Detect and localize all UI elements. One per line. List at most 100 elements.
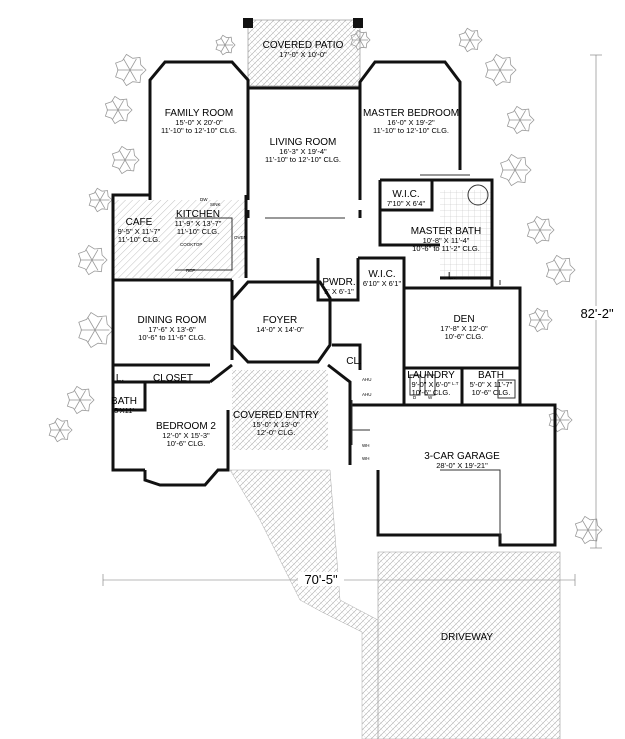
shrub-branch (79, 399, 86, 410)
shrub-branch (224, 44, 230, 53)
washer-label: W (428, 395, 433, 400)
shrub-branch (514, 110, 521, 121)
laundry-tub-label: L.T (452, 381, 459, 386)
bath-2-name: BATH (111, 396, 137, 407)
dining-room-clg: 10'-6" to 11'-6" CLG. (138, 333, 206, 342)
closet-foyer-name: CL. (346, 356, 362, 367)
shrub-branch (87, 329, 96, 343)
covered-patio-floor (247, 19, 361, 87)
shrub-branch (91, 259, 99, 271)
foyer-size: 14'-0" X 14'-0" (256, 325, 304, 334)
cafe-clg: 11'-10" CLG. (118, 235, 160, 244)
wh-1-label: WH (362, 443, 370, 448)
wic-2-size: 6'10" X 6'1" (363, 279, 402, 288)
ahu-2-label: AHU (362, 392, 372, 397)
shrub-branch (539, 220, 546, 231)
shrub-branch (553, 259, 561, 271)
shrub-branch (119, 150, 126, 161)
walls (111, 60, 557, 547)
shrub-branch (117, 109, 124, 120)
wic-master-size: 7'10" X 6'4" (387, 199, 426, 208)
covered-patio-name: COVERED PATIO (263, 40, 344, 51)
shrub-branch (117, 100, 124, 111)
shrub-branch (534, 220, 541, 231)
living-room-size: 16'-3" X 19'-4" (279, 147, 327, 156)
dining-room-size: 17'-6" X 13'-6" (148, 325, 196, 334)
kitchen-name: KITCHEN (176, 209, 220, 220)
shrub-branch (74, 390, 81, 401)
shrub-branch (499, 58, 507, 71)
shrub-branch (582, 529, 589, 540)
landscaping (48, 27, 603, 545)
shrub-branch (508, 158, 516, 171)
shrub-branch (54, 429, 61, 439)
shrub-branch (99, 191, 106, 201)
shrub-branch (493, 69, 501, 82)
shrub-branch (74, 399, 81, 410)
shrub-branch (220, 44, 226, 53)
interior-thin-walls (175, 174, 516, 540)
shrub-branch (559, 259, 567, 271)
shrub-branch (112, 109, 119, 120)
ahu-1-label: AHU (362, 377, 372, 382)
patio-column (243, 18, 253, 28)
width-dimension: 70'-5" (304, 572, 338, 587)
den-clg: 10'-6" CLG. (445, 332, 484, 341)
pwdr-size: 5' X 6'-1" (324, 287, 354, 296)
shrub-branch (464, 39, 471, 49)
cooktop-label: COOKTOP (180, 242, 202, 247)
linen-2-name: L. (448, 271, 456, 282)
shrub-branch (514, 119, 521, 130)
bath-3-clg: 10'-6" CLG. (472, 388, 511, 397)
shrub-branch (514, 158, 522, 171)
shrub-branch (85, 249, 93, 261)
master-bedroom-name: MASTER BEDROOM (363, 108, 459, 119)
shrub-branch (539, 319, 546, 329)
driveway-name: DRIVEWAY (441, 632, 494, 643)
shrub-branch (94, 329, 103, 343)
closet-bed2-name: CLOSET (153, 373, 193, 384)
family-room-size: 15'-0" X 20'-0" (175, 118, 223, 127)
shrub-branch (59, 421, 66, 431)
shrub-branch (514, 169, 522, 182)
shrub-branch (559, 411, 566, 421)
shrub-branch (129, 69, 137, 82)
covered-entry-clg: 12'-0" CLG. (257, 428, 296, 437)
shrub-branch (87, 317, 96, 331)
shrub-branch (469, 31, 476, 41)
shrub-branch (539, 311, 546, 321)
shrub-branch (359, 39, 365, 48)
shrub-branch (587, 520, 594, 531)
bedroom-2-size: 12'-0" X 15'-3" (162, 431, 210, 440)
dw-label: DW (200, 197, 208, 202)
kitchen-clg: 11'-10" CLG. (177, 227, 219, 236)
laundry-size: 9'-0" X 6'-0" (411, 380, 450, 389)
kitchen-size: 11'-9" X 13'-7" (175, 219, 222, 228)
master-bath-clg: 10'-6" to 11'-2" CLG. (412, 244, 480, 253)
shrub-branch (112, 100, 119, 111)
driveway-area (229, 469, 561, 739)
shrub-branch (519, 119, 526, 130)
shrub-branch (469, 39, 476, 49)
covered-patio-size: 17'-0" X 10'-0" (279, 50, 327, 59)
shrub-branch (534, 311, 541, 321)
shrub-branch (559, 269, 567, 281)
garage-size: 28'-0" X 19'-21" (436, 461, 488, 470)
shrub-branch (519, 110, 526, 121)
shrub-branch (54, 421, 61, 431)
shrub-branch (129, 58, 137, 71)
living-room-clg: 11'-10" to 12'-10" CLG. (265, 155, 341, 164)
cafe-size: 9'-5" X 11'-7" (118, 227, 161, 236)
shrub-branch (124, 150, 131, 161)
shrub-branch (553, 269, 561, 281)
shrub-branch (582, 520, 589, 531)
shrub-branch (539, 229, 546, 240)
shrub-branch (119, 159, 126, 170)
master-bath-size: 10'-8" X 11'-4" (423, 236, 470, 245)
shrub-branch (464, 31, 471, 41)
master-bedroom-clg: 11'-10" to 12'-10" CLG. (373, 126, 449, 135)
family-room-name: FAMILY ROOM (165, 108, 234, 119)
dryer-label: D (413, 395, 417, 400)
shrub-branch (359, 32, 365, 41)
bath-2-size: 5'X11' (114, 406, 134, 415)
